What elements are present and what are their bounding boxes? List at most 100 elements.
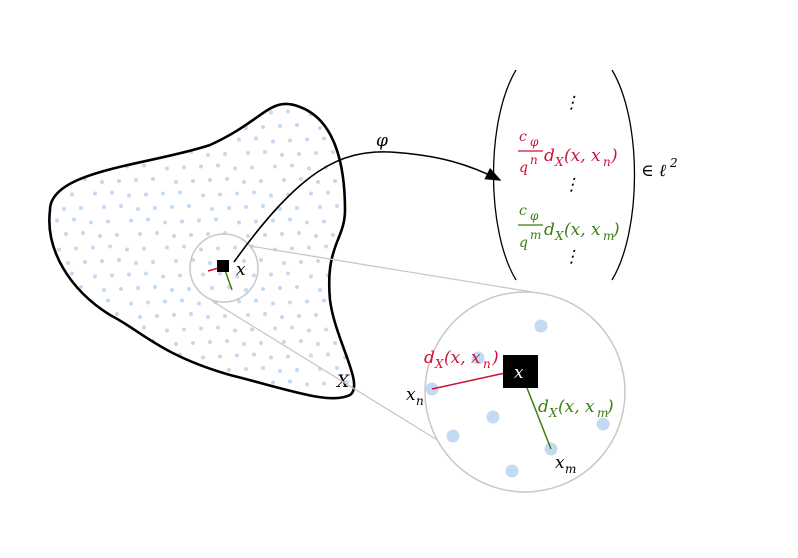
sample-dot [324,244,328,249]
sample-dot [62,124,66,128]
sample-dot [146,379,150,384]
sample-dot [282,340,286,344]
sample-dot [360,355,364,359]
row-n-args-sub: n [603,155,611,169]
sample-dot [278,207,282,211]
sample-dot [288,138,292,143]
sample-dot [83,339,87,343]
sample-dot [216,163,220,168]
sample-dot [318,288,322,292]
sample-dot [280,153,284,157]
sample-dot [142,325,146,330]
space-outline [48,102,356,400]
zoom-point-label: x [514,363,524,383]
sample-dot [153,123,157,127]
sample-dot [242,180,246,184]
sample-dot [269,355,273,360]
sample-dot [350,99,354,103]
sample-dot [206,153,210,157]
sample-dot [223,152,227,156]
sample-dot [182,165,186,170]
sample-dot [163,137,167,142]
sample-dot [108,244,112,249]
sample-dot [199,247,203,252]
sample-dot [187,204,191,208]
sample-dot [326,111,330,116]
sample-dot [146,217,150,222]
sample-dot [146,138,150,143]
sample-dot [259,258,263,262]
vector-row-n: c φ q n d X (x, x n ) [518,129,618,176]
sample-dot [153,368,157,372]
sample-dot [136,124,140,128]
sample-dot [350,340,354,344]
sample-dot [263,150,267,154]
zoom-dot [505,464,519,478]
sample-dot [83,98,87,102]
sample-dot [161,353,165,358]
zoom-dot [446,429,460,443]
sample-dot [66,261,70,265]
sample-dot [191,96,195,100]
sample-dot [127,355,131,360]
sample-dot [362,218,366,222]
sample-dot [305,382,309,387]
sample-dot [237,299,241,304]
sample-dot [290,163,294,168]
row-m-args: (x, x [564,220,601,240]
sample-dot [189,312,193,316]
sample-dot [269,193,273,198]
sample-dot [66,99,70,103]
sample-dot [218,109,222,114]
sample-dot [343,272,347,277]
sample-dot [117,96,121,100]
sample-dot [318,205,322,209]
row-n-d-sub: X [554,155,564,169]
xn-label: x [406,385,416,405]
sample-dot [115,233,119,237]
sample-dot [201,355,205,360]
sample-dot [144,271,148,276]
sample-dot [261,125,265,129]
sample-dot [252,273,256,278]
sample-dot [136,207,140,211]
sample-dot [197,380,201,385]
row-n-d: d [544,146,555,166]
sample-dot [191,258,195,262]
vdots-bottom: ⋮ [563,247,580,267]
sample-dot [127,110,131,115]
sample-dot [178,111,182,116]
sample-dot [89,137,93,142]
sample-dot [218,192,222,197]
sample-dot [305,299,309,304]
zoom-dot [596,417,610,431]
red-distance-line [431,372,506,390]
red-args-sub: n [483,357,491,371]
sample-dot [55,218,59,223]
sample-dot [309,353,313,358]
sample-dot [286,271,290,276]
map-arrow [233,151,502,263]
sample-dot [295,123,299,127]
xm-label: x [555,453,565,473]
sample-dot [187,125,191,129]
sample-dot [271,380,275,385]
sample-dot [138,153,142,157]
sample-dot [83,260,87,264]
sample-dot [129,218,133,223]
sample-dot [134,99,138,103]
left-parenthesis [492,69,517,281]
sample-dot [250,327,254,332]
sample-dot [244,367,248,371]
sample-dot [100,342,104,346]
sample-dot [74,246,78,251]
sample-dot [297,231,301,235]
row-n-numerator: c [519,129,527,145]
sample-dot [322,136,326,141]
sample-dot [254,136,258,141]
sample-dot [191,341,195,345]
sample-dot [333,179,337,183]
sample-dot [225,98,229,102]
sample-dot [117,179,121,183]
